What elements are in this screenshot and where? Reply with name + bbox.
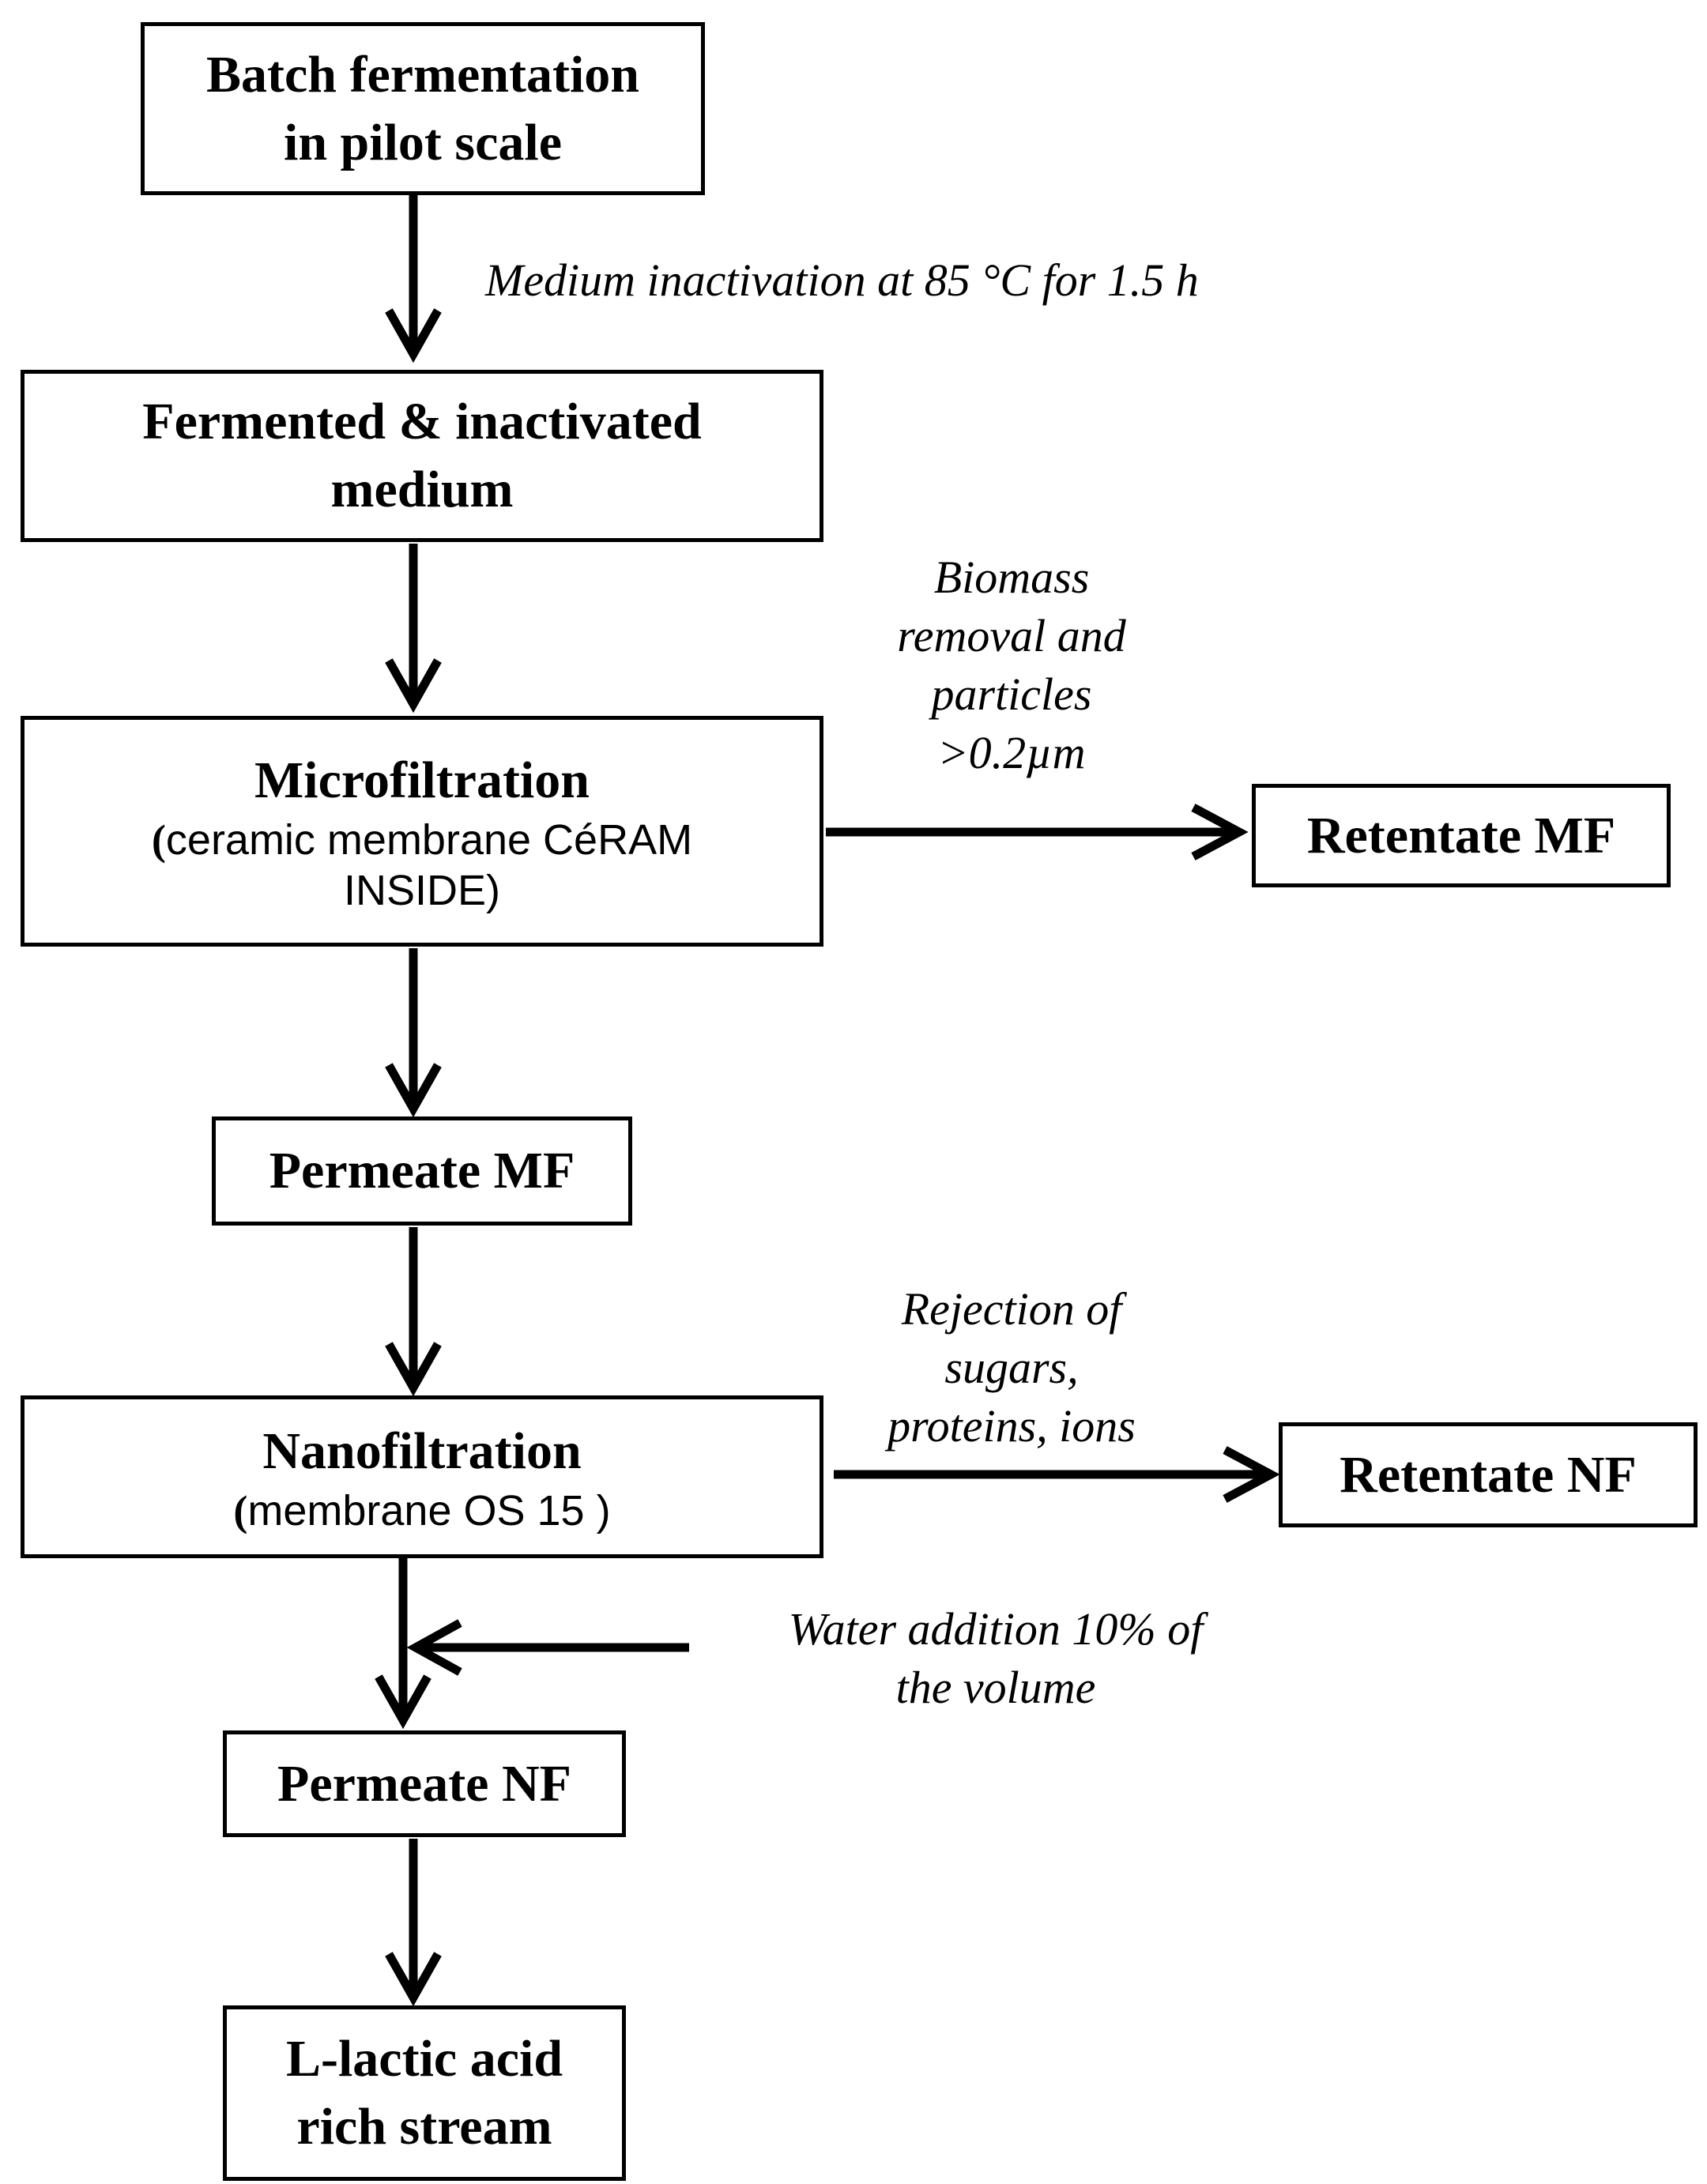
arrow-water-addition (406, 1619, 689, 1676)
batch-fermentation-box: Batch fermentation in pilot scale (141, 22, 705, 195)
microfiltration-membrane-text: ceramic membrane CéRAM (165, 816, 693, 864)
permeate-nf-title: Permeate NF (277, 1754, 571, 1813)
arrow-nano-to-retentate-nf (834, 1446, 1280, 1503)
nanofiltration-membrane-text: membrane OS 15 ) (247, 1487, 611, 1534)
microfiltration-box: Microfiltration (ceramic membrane CéRAM … (21, 716, 823, 947)
nanofiltration-title: Nanofiltration (262, 1422, 582, 1480)
rejection-line1: Rejection of (901, 1283, 1122, 1335)
retentate-mf-box: Retentate MF (1252, 784, 1671, 887)
microfiltration-membrane-line2: INSIDE) (343, 867, 501, 914)
arrow-permeate-mf-to-nano (385, 1227, 442, 1397)
biomass-annotation: Biomass removal and particles >0.2µm (854, 548, 1170, 782)
permeate-nf-box: Permeate NF (223, 1730, 626, 1837)
nanofiltration-membrane-line: (membrane OS 15 ) (233, 1485, 610, 1536)
water-line2: the volume (895, 1662, 1096, 1713)
fermented-medium-line1: Fermented & inactivated (142, 393, 702, 450)
water-annotation: Water addition 10% of the volume (711, 1600, 1280, 1717)
retentate-nf-box: Retentate NF (1279, 1422, 1698, 1527)
microfiltration-paren: ( (151, 816, 166, 864)
arrow-batch-to-fermented (385, 194, 442, 363)
arrow-micro-to-retentate-mf (826, 804, 1249, 860)
permeate-mf-title: Permeate MF (269, 1142, 575, 1199)
nanofiltration-paren: ( (233, 1487, 248, 1534)
rejection-line3: proteins, ions (887, 1400, 1136, 1452)
arrow-fermented-to-micro (385, 544, 442, 714)
water-line1: Water addition 10% of (788, 1603, 1204, 1655)
permeate-mf-box: Permeate MF (212, 1116, 632, 1226)
retentate-mf-title: Retentate MF (1306, 806, 1616, 864)
fermented-medium-box: Fermented & inactivated medium (21, 370, 823, 542)
inactivation-annotation: Medium inactivation at 85 °C for 1.5 h (485, 251, 1276, 310)
retentate-nf-title: Retentate NF (1340, 1445, 1637, 1504)
rejection-annotation: Rejection of sugars, proteins, ions (822, 1280, 1201, 1455)
batch-fermentation-line2: in pilot scale (283, 113, 562, 171)
arrow-micro-to-permeate-mf (385, 948, 442, 1118)
microfiltration-membrane-line1: (ceramic membrane CéRAM (152, 815, 692, 865)
batch-fermentation-line1: Batch fermentation (205, 45, 640, 104)
microfiltration-title: Microfiltration (254, 751, 590, 809)
lactic-acid-line1: L-lactic acid (285, 2030, 563, 2088)
biomass-line1: Biomass (933, 552, 1090, 603)
arrow-permeate-nf-to-lactic (385, 1839, 442, 2007)
biomass-line4: >0.2µm (937, 727, 1086, 778)
inactivation-text: Medium inactivation at 85 °C for 1.5 h (485, 254, 1199, 306)
biomass-line3: particles (931, 668, 1092, 720)
nanofiltration-box: Nanofiltration (membrane OS 15 ) (21, 1395, 823, 1558)
rejection-line2: sugars, (944, 1342, 1079, 1393)
arrow-nano-to-permeate-nf (375, 1558, 431, 1730)
fermented-medium-line2: medium (330, 461, 514, 518)
lactic-acid-box: L-lactic acid rich stream (223, 2005, 626, 2181)
lactic-acid-line2: rich stream (296, 2098, 552, 2156)
biomass-line2: removal and (897, 610, 1126, 661)
